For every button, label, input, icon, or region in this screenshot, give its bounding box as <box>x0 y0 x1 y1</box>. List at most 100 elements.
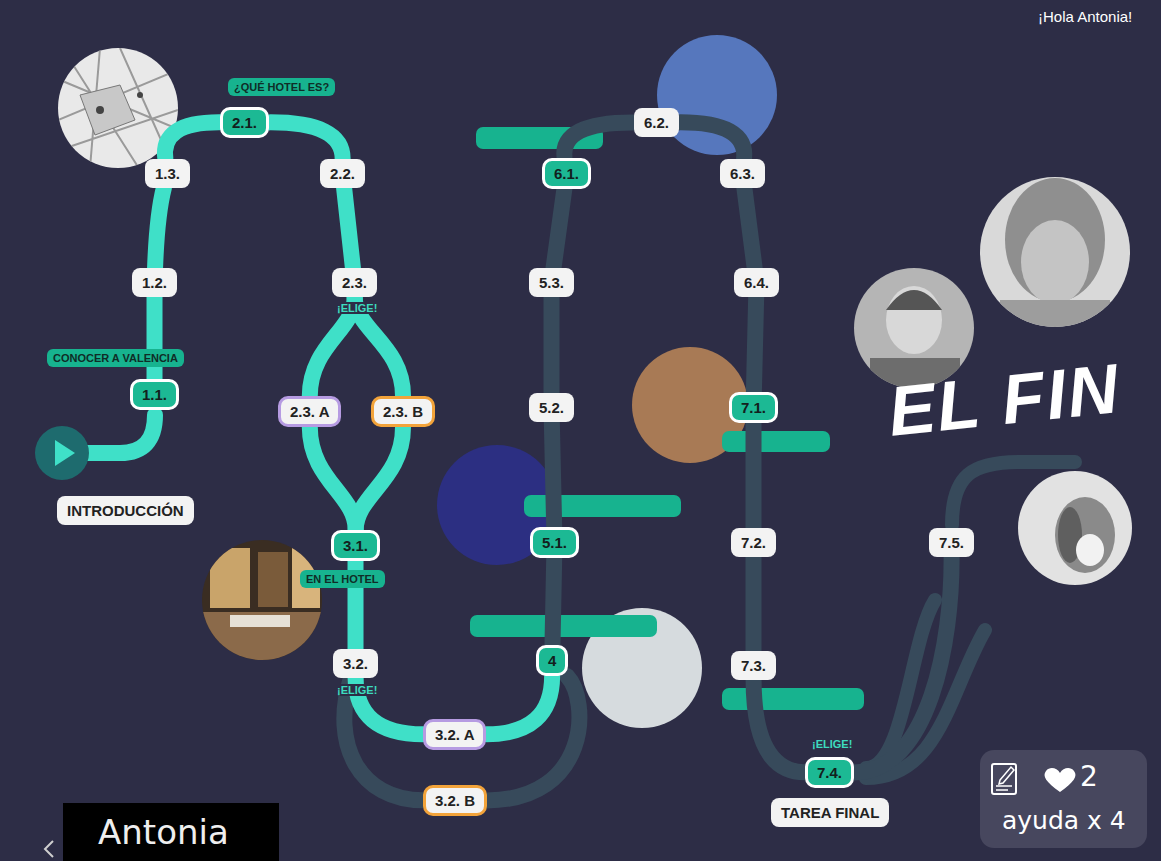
node-text: 7.3. <box>741 657 766 674</box>
node-text: TAREA FINAL <box>781 804 879 821</box>
track-segment <box>679 122 744 159</box>
node-text: 7.1. <box>741 399 766 416</box>
track-segment <box>356 427 403 530</box>
choice-pill: 3.2. A <box>423 719 486 750</box>
track-segment <box>552 558 554 645</box>
choice-pill: 2.3. B <box>371 396 435 427</box>
track-segment <box>269 122 343 159</box>
track-segment <box>544 297 560 393</box>
help-count: ayuda x 4 <box>1002 806 1126 835</box>
track-segment <box>552 422 554 527</box>
track-segment <box>746 557 762 651</box>
node-text: 5.2. <box>539 399 564 416</box>
choice-pill: 3.2. B <box>423 785 487 816</box>
track-segment <box>310 427 356 530</box>
green-bar <box>470 615 657 637</box>
node-text: 2.1. <box>232 114 257 131</box>
track-segment <box>564 122 634 158</box>
lesson-pill: 2.3. <box>332 268 377 297</box>
play-icon <box>55 440 75 466</box>
play-button <box>35 426 89 480</box>
node-text: 6.4. <box>744 274 769 291</box>
lives-count: 2 <box>1080 760 1098 793</box>
lesson-pill: 7.4. <box>805 757 854 788</box>
lesson-pill: 6.4. <box>734 268 779 297</box>
section-tag: ¿QUÉ HOTEL ES? <box>228 78 335 96</box>
back-chevron <box>45 841 53 857</box>
track-segment <box>344 188 353 268</box>
node-text: 5.1. <box>542 534 567 551</box>
node-text: EN EL HOTEL <box>306 573 379 585</box>
track-segment <box>754 680 805 772</box>
user-name-box: Antonia <box>63 803 279 861</box>
lesson-pill: 6.1. <box>542 158 591 189</box>
node-text: ¿QUÉ HOTEL ES? <box>234 81 329 93</box>
lesson-pill: 5.1. <box>530 527 579 558</box>
node-text: 4 <box>548 652 556 669</box>
node-text: 3.2. A <box>435 726 474 743</box>
greeting: ¡Hola Antonia! <box>1038 8 1132 25</box>
track-end <box>952 462 1075 525</box>
lesson-pill: 1.1. <box>130 379 179 410</box>
lesson-pill: 6.2. <box>634 108 679 137</box>
lesson-pill: 3.2. <box>333 649 378 678</box>
lesson-pill: 4 <box>536 645 568 676</box>
node-text: 1.3. <box>155 165 180 182</box>
section-tag: EN EL HOTEL <box>300 570 385 588</box>
track-segment <box>854 557 952 772</box>
lesson-pill: 3.1. <box>331 530 380 561</box>
dog-photo <box>1018 471 1132 585</box>
choose-hint: ¡ELIGE! <box>810 738 854 750</box>
node-text: 5.3. <box>539 274 564 291</box>
node-text: 2.3. A <box>290 403 329 420</box>
lesson-pill: 6.3. <box>720 159 765 188</box>
lesson-pill: 7.2. <box>731 528 776 557</box>
node-text: Antonia <box>98 803 279 861</box>
choice-pill: 2.3. A <box>278 396 341 427</box>
node-text: INTRODUCCIÓN <box>67 502 184 519</box>
node-text: 1.2. <box>142 274 167 291</box>
track-segment <box>754 297 756 392</box>
lesson-pill: 2.1. <box>220 107 269 138</box>
portrait-photo <box>980 177 1130 340</box>
green-bar <box>722 431 830 452</box>
track-segment <box>165 122 220 159</box>
node-text: 6.1. <box>554 165 579 182</box>
track-segment <box>344 678 423 800</box>
lesson-pill: 7.3. <box>731 651 776 680</box>
lesson-pill: 7.5. <box>929 528 974 557</box>
node-text: 3.2. <box>343 655 368 672</box>
status-panel: 2 ayuda x 4 <box>980 750 1147 848</box>
lesson-pill: 5.3. <box>529 268 574 297</box>
node-text: CONOCER A VALENCIA <box>53 352 178 364</box>
node-text: 3.1. <box>343 537 368 554</box>
track-segment <box>746 423 762 528</box>
track-segment <box>554 189 565 268</box>
lesson-pill: 7.1. <box>729 392 778 423</box>
node-text: 7.4. <box>817 764 842 781</box>
node-text: 6.3. <box>730 165 755 182</box>
choose-hint: ¡ELIGE! <box>335 684 379 696</box>
node-text: 1.1. <box>142 386 167 403</box>
lesson-pill: 1.2. <box>132 268 177 297</box>
section-tag: CONOCER A VALENCIA <box>47 349 184 367</box>
end-title: EL FIN <box>884 348 1123 452</box>
final-task-label: TAREA FINAL <box>771 798 889 827</box>
track-segment <box>155 188 164 268</box>
green-bar <box>722 688 864 710</box>
node-text: 3.2. B <box>435 792 475 809</box>
track-segment <box>487 676 579 800</box>
choose-hint: ¡ELIGE! <box>335 302 379 314</box>
lesson-pill: 1.3. <box>145 159 190 188</box>
node-text: 2.3. B <box>383 403 423 420</box>
track-segment <box>486 676 552 734</box>
blue-circle <box>657 35 777 155</box>
intro-label: INTRODUCCIÓN <box>57 496 194 525</box>
node-text: 2.2. <box>330 165 355 182</box>
hotel-photo <box>202 540 322 662</box>
node-text: 7.5. <box>939 534 964 551</box>
node-text: 2.3. <box>342 274 367 291</box>
node-text: 7.2. <box>741 534 766 551</box>
node-text: 6.2. <box>644 114 669 131</box>
lesson-pill: 5.2. <box>529 393 574 422</box>
